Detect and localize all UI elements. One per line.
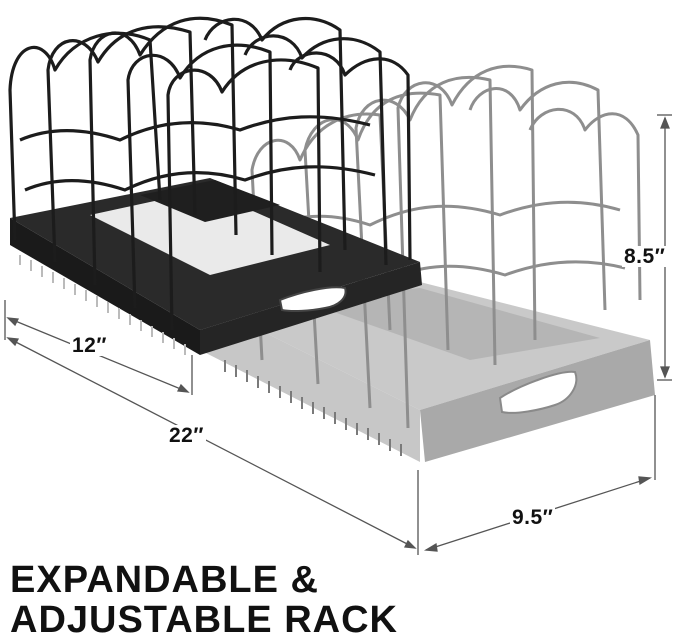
black-handle-cutout xyxy=(278,286,347,313)
dimension-label-closed-length: 12″ xyxy=(70,334,109,357)
black-rack-section xyxy=(8,16,422,355)
headline-line-2: ADJUSTABLE RACK xyxy=(10,599,398,641)
dimension-label-width: 9.5″ xyxy=(510,506,556,529)
dimension-label-expanded-length: 22″ xyxy=(167,424,206,447)
headline-line-1: EXPANDABLE & xyxy=(10,559,319,601)
grey-handle-cutout xyxy=(498,370,578,414)
dimension-label-height: 8.5″ xyxy=(622,245,668,268)
